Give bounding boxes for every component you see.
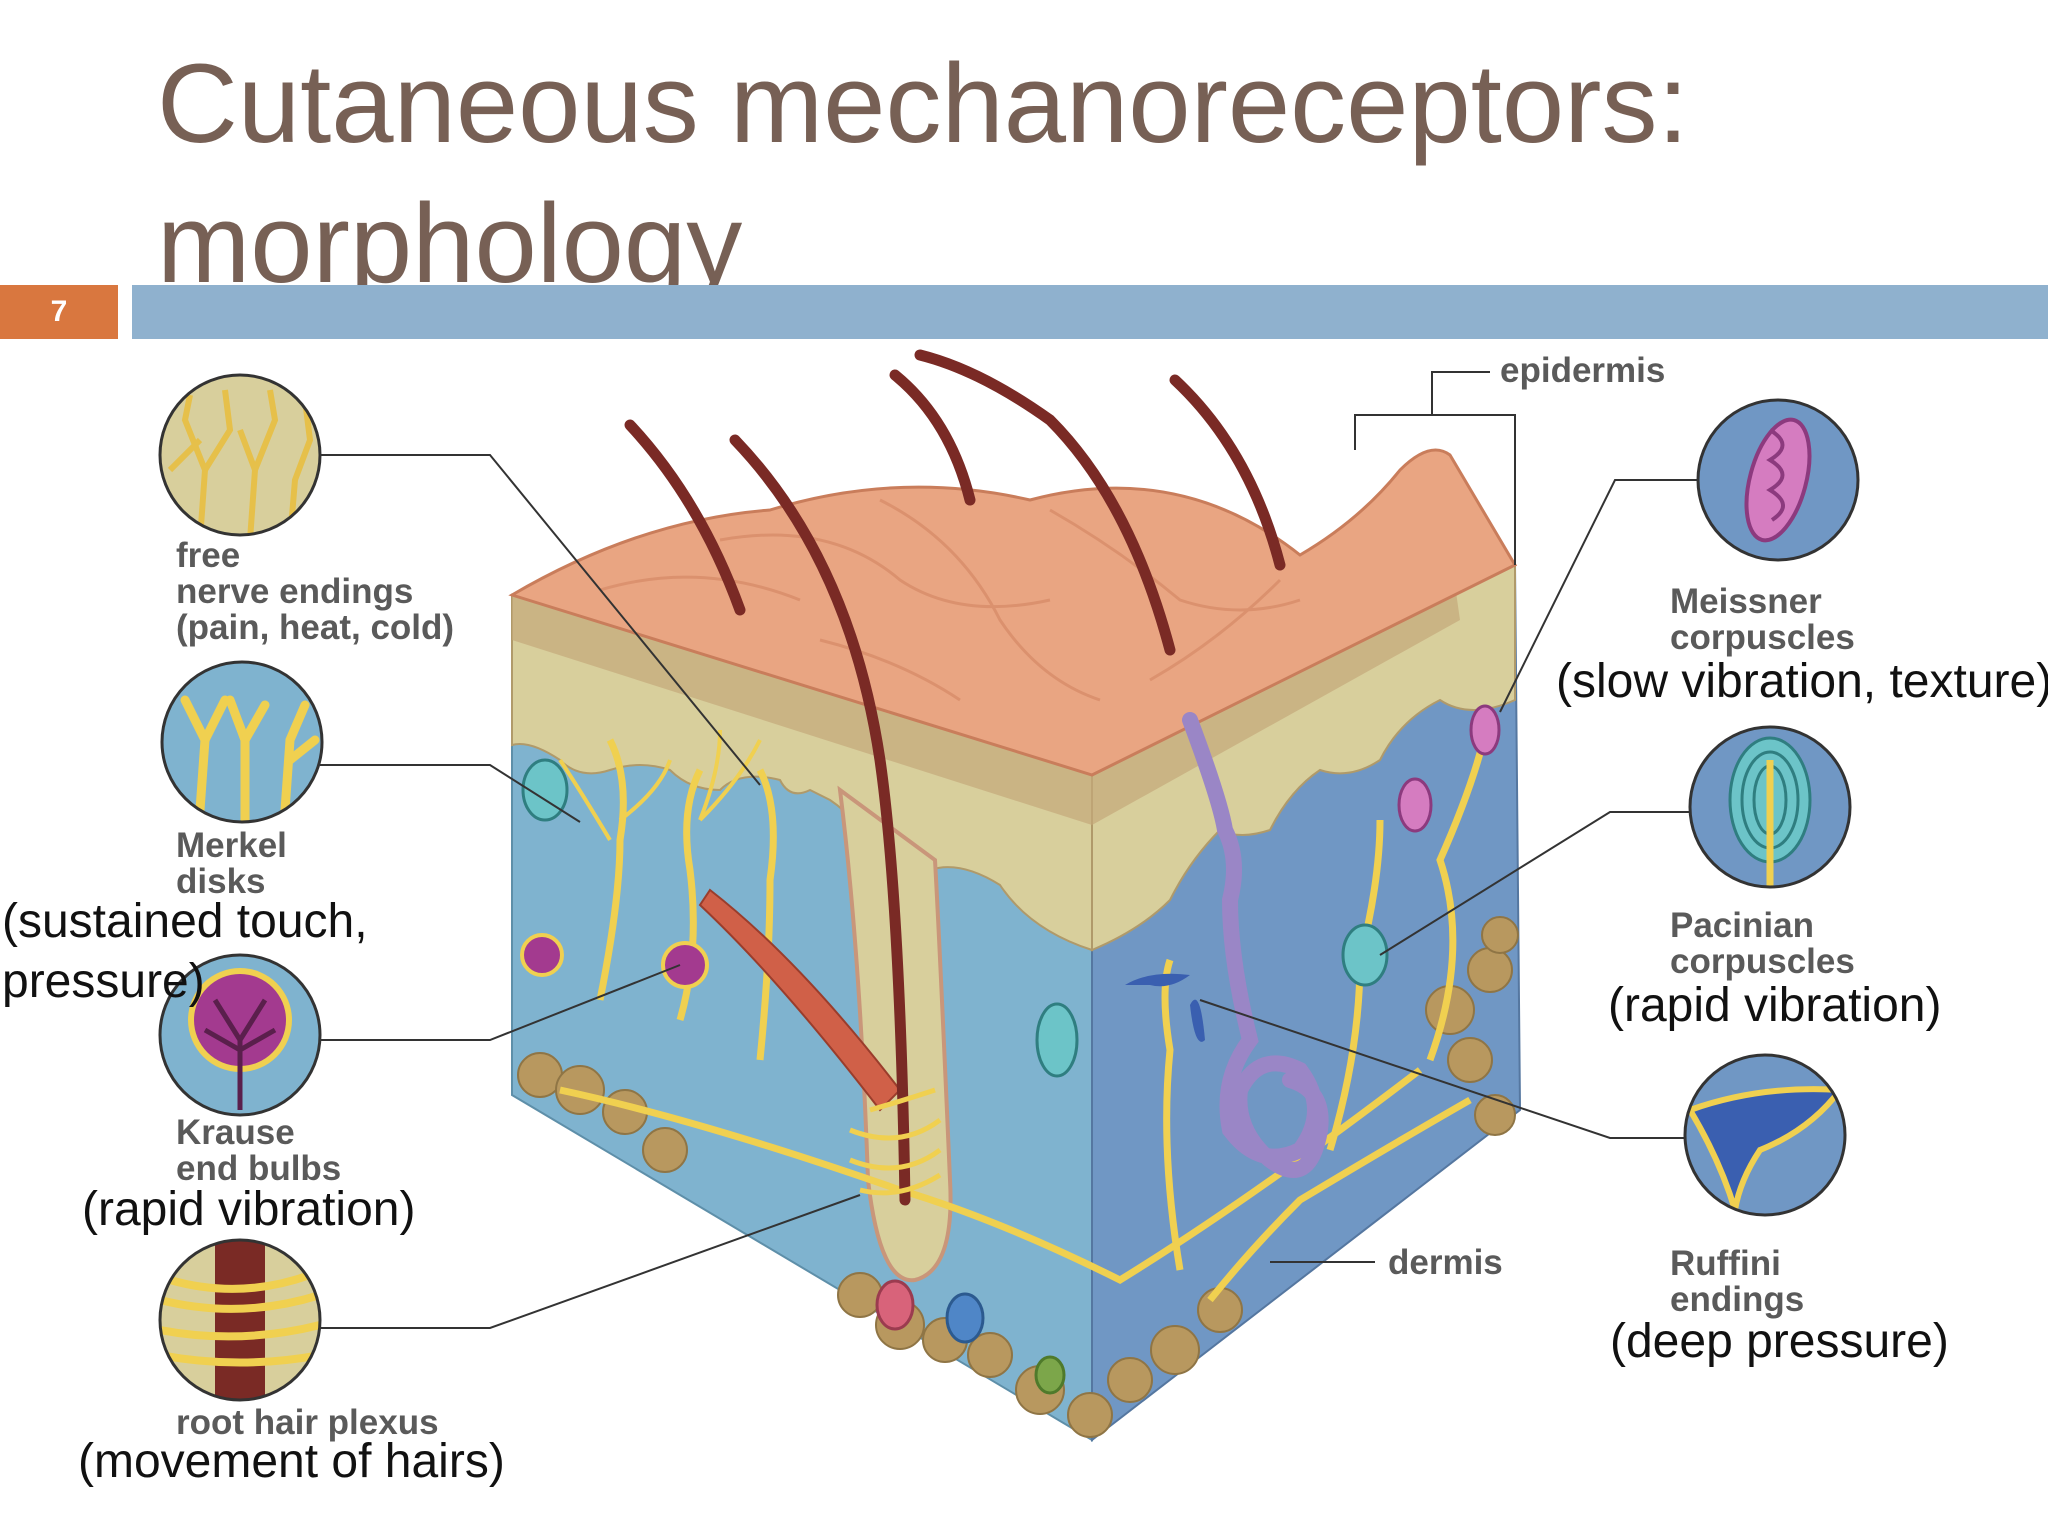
- inset-merkel-disks: [160, 660, 324, 824]
- meissner-small-2: [1469, 704, 1501, 756]
- annotation-meissner: (slow vibration, texture): [1556, 655, 2048, 708]
- stratum-corneum: [512, 595, 1092, 825]
- stratum-corneum-right: [1092, 585, 1460, 825]
- label-root-hair-plexus: root hair plexus: [176, 1403, 439, 1442]
- inset-free-nerve-endings: [158, 373, 322, 537]
- krause-bulb-1: [520, 933, 564, 977]
- ruffini-small-1: [1125, 973, 1190, 987]
- surface-furrows: [599, 498, 1301, 702]
- ruffini-small-2: [1190, 999, 1205, 1042]
- root-hair-plexus-nerves: [849, 1087, 942, 1196]
- lymph-vessel: [1034, 1355, 1066, 1395]
- annotation-krause: (rapid vibration): [82, 1183, 416, 1236]
- annotation-root-hair: (movement of hairs): [78, 1435, 505, 1488]
- annotation-ruffini: (deep pressure): [1610, 1315, 1949, 1368]
- inset-meissner-corpuscles: [1696, 398, 1860, 562]
- label-free-nerve-endings: free nerve endings (pain, heat, cold): [176, 536, 455, 647]
- sweat-gland: [1182, 712, 1329, 1178]
- free-nerve-branches: [558, 729, 762, 842]
- label-pacinian-corpuscles: Pacinian corpuscles: [1670, 906, 1855, 981]
- leader-lines: [318, 371, 1705, 1329]
- inset-root-hair-plexus: [158, 1238, 322, 1402]
- label-merkel-disks: Merkel disks: [176, 826, 287, 901]
- nerve-bundles: [559, 709, 1494, 1303]
- label-dermis: dermis: [1388, 1243, 1503, 1282]
- pacinian-small-3: [1341, 923, 1389, 987]
- slide-title: Cutaneous mechanoreceptors: morphology: [157, 34, 2017, 314]
- pacinian-small-2: [1035, 1002, 1079, 1078]
- label-epidermis: epidermis: [1500, 351, 1666, 390]
- vein: [945, 1292, 985, 1344]
- title-line-1: Cutaneous mechanoreceptors:: [157, 41, 1689, 166]
- inset-krause-end-bulbs: [158, 953, 322, 1117]
- inset-pacinian-corpuscles: [1688, 725, 1852, 889]
- title-rule: [132, 285, 2048, 339]
- annotation-pacinian: (rapid vibration): [1608, 979, 1942, 1032]
- skin-block: [508, 349, 1522, 1443]
- slide-number: 7: [0, 285, 118, 339]
- label-ruffini-endings: Ruffini endings: [1670, 1244, 1805, 1319]
- label-meissner-corpuscles: Meissner corpuscles: [1670, 582, 1855, 657]
- label-krause-end-bulbs: Krause end bulbs: [176, 1113, 342, 1188]
- artery: [875, 1279, 915, 1331]
- hairs: [624, 349, 1286, 1206]
- meissner-small-1: [1397, 777, 1433, 833]
- pacinian-small-1: [521, 758, 569, 822]
- krause-bulb-2: [661, 941, 709, 989]
- annotation-merkel: (sustained touch, pressure): [2, 895, 368, 1008]
- inset-ruffini-endings: [1683, 1053, 1847, 1217]
- epidermis-right-band: [1091, 563, 1516, 952]
